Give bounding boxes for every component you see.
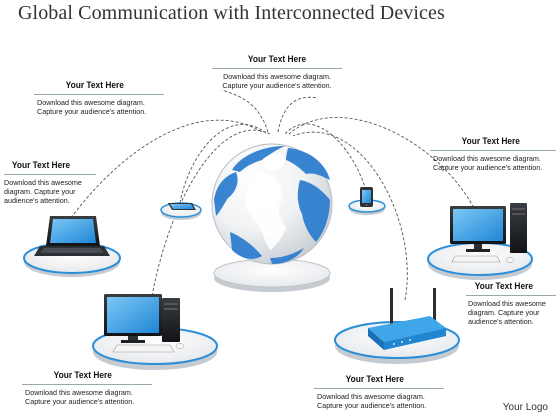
callout-divider (22, 384, 152, 385)
connection-line-callout-b (277, 96, 319, 133)
connection-line-pc-left (151, 129, 271, 297)
globe-icon (211, 143, 333, 265)
callout-upper-left: Your Text Here Download this awesome dia… (34, 80, 164, 116)
callout-divider (4, 174, 96, 175)
callout-divider (466, 295, 556, 296)
callout-top: Your Text Here Download this awesome dia… (212, 54, 342, 90)
callout-heading: Your Text Here (474, 281, 534, 292)
connection-line-router (292, 131, 408, 301)
connection-line-phone (283, 123, 367, 191)
desktop-pc-left-icon (104, 294, 185, 353)
callout-body: Download this awesome diagram. Capture y… (433, 154, 543, 172)
callout-heading: Your Text Here (461, 136, 520, 147)
connection-lines (67, 89, 477, 301)
callout-bottom-right: Your Text Here Download this awesome dia… (314, 374, 444, 410)
connection-line-laptop (67, 119, 263, 223)
desktop-pc-right-icon (450, 203, 527, 263)
logo-text: Your Logo (502, 402, 548, 413)
callout-heading: Your Text Here (11, 160, 71, 171)
connection-line-callout-a (221, 89, 269, 133)
callout-body: Download this awesome diagram. Capture y… (222, 72, 332, 90)
callout-divider (34, 94, 164, 95)
callout-body: Download this awesome diagram. Capture y… (4, 178, 82, 205)
smartphone-icon (360, 187, 373, 207)
tablet-icon (168, 203, 196, 210)
laptop-icon (34, 216, 110, 256)
callout-left: Your Text Here Download this awesome dia… (4, 160, 96, 205)
callout-body: Download this awesome diagram. Capture y… (25, 388, 135, 406)
callout-heading: Your Text Here (53, 370, 112, 381)
callout-divider (314, 388, 444, 389)
platform-globe (213, 258, 331, 292)
callout-heading: Your Text Here (247, 54, 307, 65)
callout-body: Download this awesome diagram. Capture y… (468, 299, 546, 326)
callout-divider (430, 150, 556, 151)
callout-bottom-left: Your Text Here Download this awesome dia… (22, 370, 152, 406)
page-title: Global Communication with Interconnected… (18, 2, 445, 24)
callout-right-top: Your Text Here Download this awesome dia… (430, 136, 556, 172)
connection-line-pc-right (288, 117, 477, 213)
callout-right-mid: Your Text Here Download this awesome dia… (466, 281, 556, 326)
callout-heading: Your Text Here (65, 80, 124, 91)
callout-heading: Your Text Here (345, 374, 404, 385)
wifi-router-icon (368, 288, 446, 350)
callout-body: Download this awesome diagram. Capture y… (317, 392, 427, 410)
callout-body: Download this awesome diagram. Capture y… (37, 98, 147, 116)
callout-divider (212, 68, 342, 69)
